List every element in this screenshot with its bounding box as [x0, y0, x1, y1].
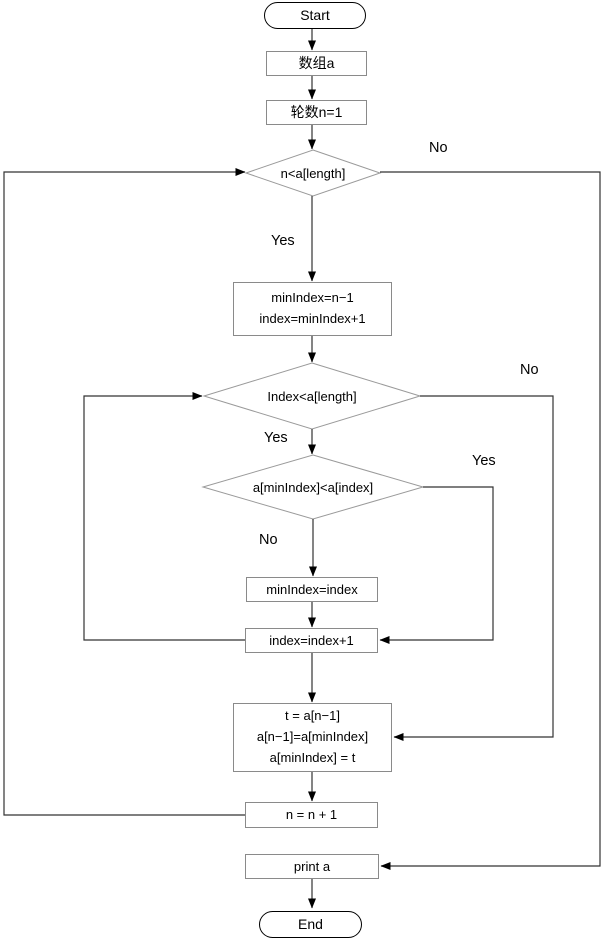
min-update-label: minIndex=index [266, 581, 358, 597]
min-init-line-1: minIndex=n−1 [271, 290, 354, 306]
array-input-box: 数组a [266, 51, 367, 76]
round-inc-label: n = n + 1 [285, 807, 338, 823]
swap-line-2: a[n−1]=a[minIndex] [256, 729, 369, 745]
outer-yes-label: Yes [271, 233, 295, 249]
outer-condition-label: n<a[length] [280, 165, 346, 181]
end-label: End [298, 916, 323, 932]
start-terminator: Start [264, 2, 366, 29]
swap-box: t = a[n−1] a[n−1]=a[minIndex] a[minIndex… [233, 703, 392, 772]
swap-line-3: a[minIndex] = t [269, 749, 356, 765]
inner-no-label: No [520, 362, 539, 378]
edge-compare-yes-to-index-inc [379, 486, 494, 644]
compare-yes-label: Yes [472, 453, 496, 469]
compare-no-label: No [259, 532, 278, 548]
print-box: print a [245, 854, 379, 879]
edge-round-inc-loop-to-outer-cond [3, 168, 246, 816]
edge-inner-no-to-swap [393, 395, 554, 741]
min-init-box: minIndex=n−1 index=minIndex+1 [233, 282, 392, 336]
index-inc-box: index=index+1 [245, 628, 378, 653]
compare-condition-label: a[minIndex]<a[index] [252, 479, 374, 495]
round-init-label: 轮数n=1 [290, 104, 343, 120]
start-label: Start [300, 7, 330, 23]
edge-outer-no-to-print [380, 171, 601, 870]
outer-no-label: No [429, 140, 448, 156]
inner-yes-label: Yes [264, 430, 288, 446]
outer-condition-diamond [244, 149, 382, 197]
round-inc-box: n = n + 1 [245, 802, 378, 828]
index-inc-label: index=index+1 [269, 632, 354, 648]
inner-condition-label: Index<a[length] [267, 388, 357, 404]
min-update-box: minIndex=index [246, 577, 378, 602]
print-label: print a [293, 858, 331, 874]
array-input-label: 数组a [298, 55, 335, 71]
round-init-box: 轮数n=1 [266, 100, 367, 125]
min-init-line-2: index=minIndex+1 [259, 311, 366, 326]
edge-index-inc-loop-to-inner-cond [83, 392, 245, 641]
end-terminator: End [259, 911, 362, 938]
swap-line-1: t = a[n−1] [285, 708, 340, 724]
